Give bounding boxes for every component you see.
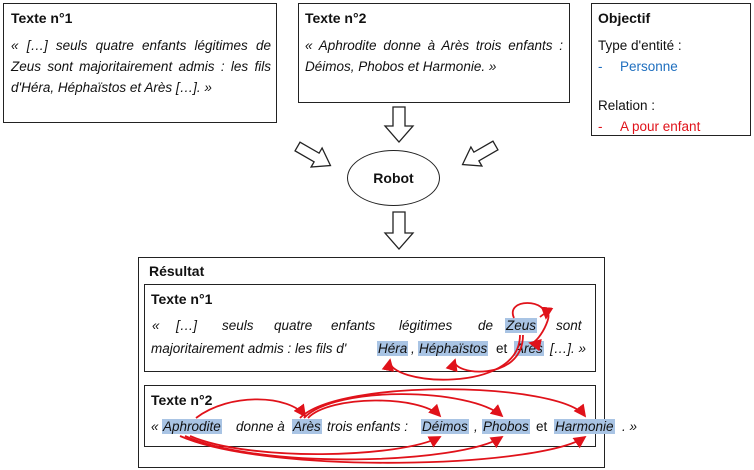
result-text2-box: Texte n°2 [144, 385, 596, 447]
entity-ares-2: Arès [292, 419, 322, 434]
objective-box: Objectif Type d'entité : - Personne Rela… [591, 3, 751, 136]
r1-word: et [496, 341, 508, 356]
relation-label: Relation : [598, 98, 656, 113]
r2-word: donne à [236, 419, 285, 434]
r1-word: quatre [274, 318, 313, 333]
arrow-down-bottom-icon [383, 211, 415, 250]
entity-zeus: Zeus [505, 318, 538, 333]
text2-body: « Aphrodite donne à Arès trois enfants :… [305, 38, 563, 74]
entity-ares-1: Arès [514, 341, 544, 356]
r1-word: de [478, 318, 494, 333]
arrow-diag-left-icon [294, 141, 332, 168]
robot-node: Robot [347, 150, 440, 206]
r1-word: […] [176, 318, 198, 333]
entity-harmonie: Harmonie [554, 419, 615, 434]
entity-aphrodite: Aphrodite [162, 419, 222, 434]
arrow-down-top-icon [383, 106, 415, 143]
entity-type-value: Personne [620, 59, 678, 74]
text2-box: Texte n°2 « Aphrodite donne à Arès trois… [298, 3, 570, 103]
r1-word: enfants [331, 318, 376, 333]
r1-word: sont [556, 318, 582, 333]
result-title: Résultat [149, 263, 205, 279]
entity-hephaistos: Héphaïstos [418, 341, 489, 356]
result-text1-title: Texte n°1 [151, 291, 213, 307]
r1-word: légitimes [399, 318, 453, 333]
entity-type-label: Type d'entité : [598, 38, 682, 53]
r1-word: […]. » [550, 341, 587, 356]
text2-title: Texte n°2 [305, 10, 367, 26]
r2-word: et [536, 419, 548, 434]
r2-quote: « [151, 419, 159, 434]
r1-word: seuls [222, 318, 254, 333]
entity-deimos: Déimos [421, 419, 469, 434]
r2-comma: , [474, 419, 478, 434]
text1-body: « […] seuls quatre enfants légitimes de … [11, 38, 271, 95]
result-text2-title: Texte n°2 [151, 392, 213, 408]
text1-title: Texte n°1 [11, 10, 73, 26]
r1-word: majoritairement admis : les fils d' [151, 341, 347, 356]
relation-value: A pour enfant [620, 119, 701, 134]
r2-word: trois enfants : [327, 419, 409, 434]
entity-phobos: Phobos [482, 419, 530, 434]
arrow-diag-right-icon [461, 140, 499, 167]
text1-box: Texte n°1 « […] seuls quatre enfants lég… [3, 3, 277, 123]
r1-comma: , [411, 341, 415, 356]
entity-hera: Héra [377, 341, 409, 356]
r2-quote: . » [622, 419, 638, 434]
entity-dash: - [598, 59, 603, 74]
objective-title: Objectif [598, 10, 651, 26]
r1-word: « [152, 318, 160, 333]
relation-dash: - [598, 119, 603, 134]
